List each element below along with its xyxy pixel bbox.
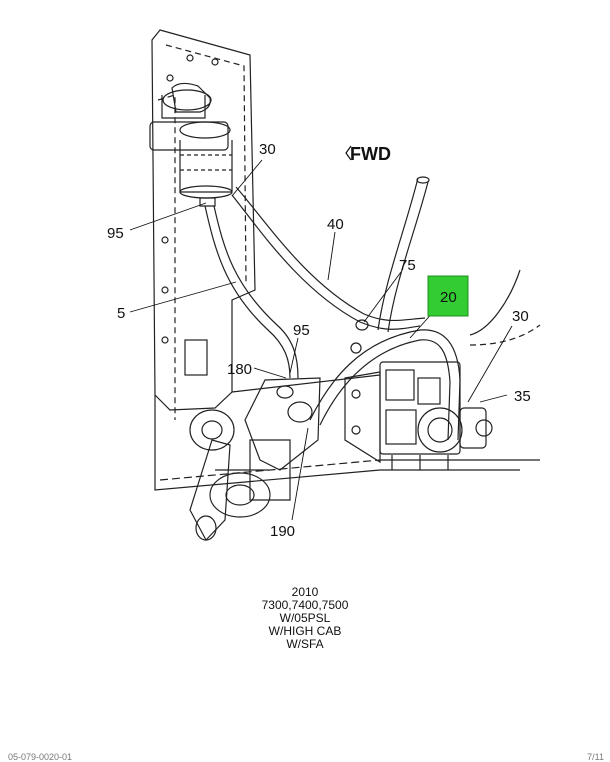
frame-rail: [151, 29, 256, 411]
highlight-callout-box[interactable]: [427, 275, 469, 317]
callout-190[interactable]: 190: [270, 523, 295, 540]
callout-95-left[interactable]: 95: [107, 225, 124, 242]
applicability-caption: 2010 7300,7400,7500 W/05PSL W/HIGH CAB W…: [205, 586, 405, 651]
caption-line: W/SFA: [286, 637, 324, 651]
callout-20[interactable]: 20: [440, 289, 457, 306]
steering-gear: [189, 377, 321, 542]
caption-line: 2010: [291, 585, 319, 599]
parts-diagram: FWD 30 95 40 75 20 5 30 95 180 35 190: [107, 29, 541, 542]
caption-line: 7300,7400,7500: [261, 598, 349, 612]
caption-line: W/HIGH CAB: [268, 624, 342, 638]
footer-doc-number: 05-079-0020-01: [8, 752, 73, 762]
power-steering-reservoir: [149, 82, 233, 207]
fwd-label: FWD: [350, 144, 391, 164]
footer-page: 7/11: [587, 752, 604, 762]
callout-30-top[interactable]: 30: [259, 141, 276, 158]
callout-5[interactable]: 5: [117, 305, 125, 322]
callout-40[interactable]: 40: [327, 216, 344, 233]
pressure-hose: [309, 329, 461, 441]
callout-95-mid[interactable]: 95: [293, 322, 310, 339]
callout-75[interactable]: 75: [399, 257, 416, 274]
caption-line: W/05PSL: [279, 611, 331, 625]
steering-pump: [344, 361, 493, 470]
callout-30-right[interactable]: 30: [512, 308, 529, 325]
hose-40: [231, 194, 421, 330]
callout-180[interactable]: 180: [227, 361, 252, 378]
callout-35[interactable]: 35: [514, 388, 531, 405]
hose-5: [204, 205, 291, 379]
